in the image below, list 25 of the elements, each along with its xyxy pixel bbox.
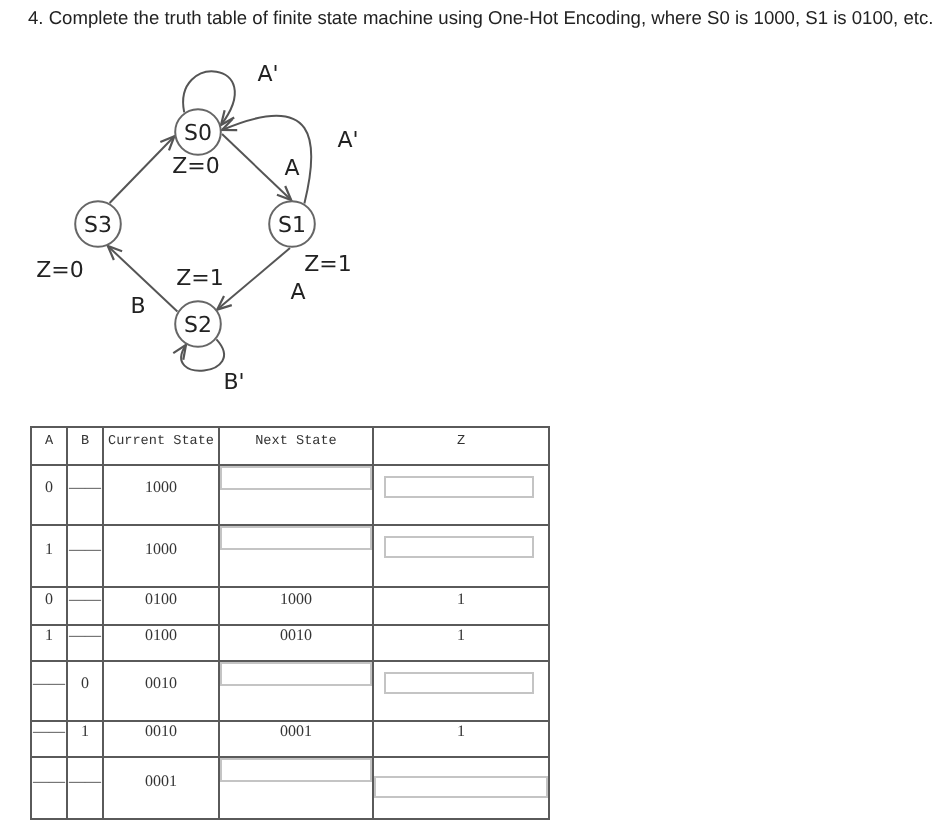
- state-node: S2: [174, 300, 222, 348]
- table-cell: ——: [30, 660, 68, 722]
- edge-label: B': [223, 371, 245, 393]
- edge-label: A: [290, 281, 306, 303]
- output-label: Z=1: [176, 267, 224, 289]
- transition-arrow: [108, 135, 176, 204]
- table-cell: ——: [30, 720, 68, 758]
- state-node: S3: [74, 200, 122, 248]
- transition-arrow: [216, 247, 291, 311]
- transition-arrow: [220, 114, 313, 205]
- edge-label: A': [257, 63, 279, 85]
- state-node: S0: [174, 108, 222, 156]
- edge-label: A': [337, 129, 359, 151]
- output-label: Z=0: [36, 259, 84, 281]
- output-label: Z=1: [304, 253, 352, 275]
- edge-label: A: [284, 157, 300, 179]
- state-node: S1: [268, 200, 316, 248]
- transition-arrow: [173, 338, 225, 372]
- edge-label: B: [130, 295, 146, 317]
- table-cell: ——: [30, 756, 68, 820]
- transition-arrow: [182, 70, 236, 127]
- output-label: Z=0: [172, 155, 220, 177]
- transition-arrow: [106, 244, 179, 313]
- question-text: 4. Complete the truth table of finite state machine using One-Hot Encoding, where S0 is 1000, S1 is 0100, etc.: [28, 8, 934, 30]
- transition-arrow: [221, 133, 293, 202]
